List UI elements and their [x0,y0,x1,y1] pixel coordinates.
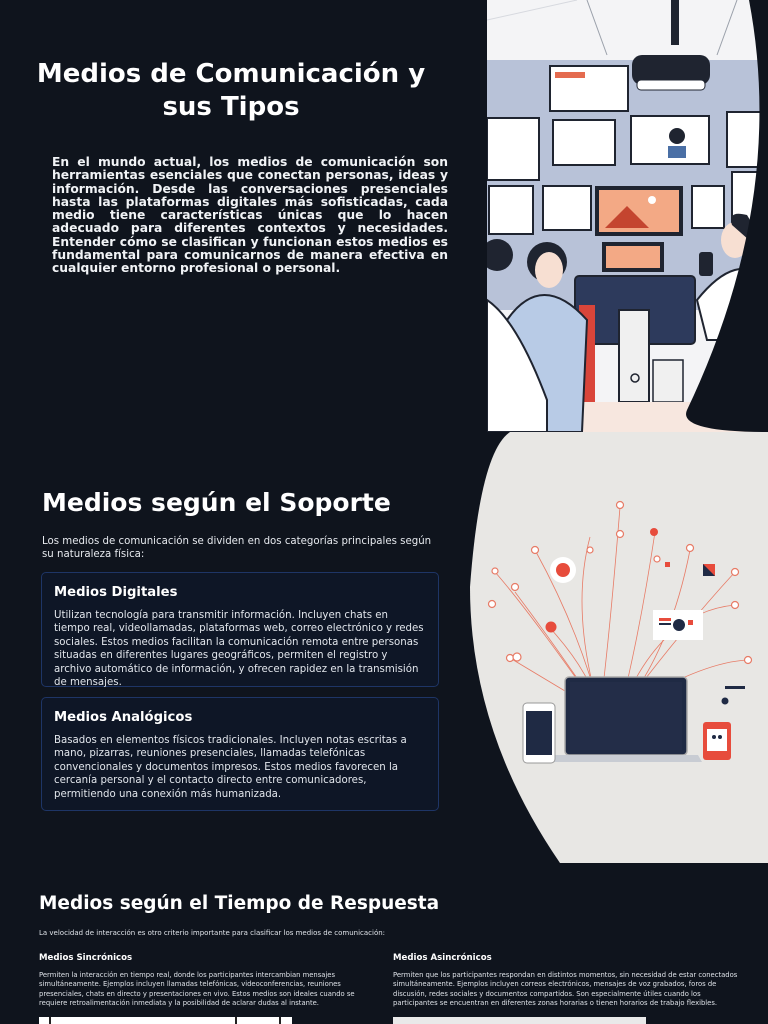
column-medios-sincronicos: Medios Sincrónicos Permiten la interacci… [39,953,379,1009]
card-title: Medios Analógicos [54,710,193,725]
card-title: Medios Digitales [54,585,178,600]
office-illustration [487,0,768,432]
page-title: Medios de Comunicación y sus Tipos [36,59,426,122]
section-intro: Los medios de comunicación se dividen en… [42,536,432,561]
column-title: Medios Asincrónicos [393,953,492,963]
sincronicos-image [39,1017,292,1024]
column-title: Medios Sincrónicos [39,953,133,963]
card-text: Basados en elementos físicos tradicional… [54,735,407,800]
asincronicos-image [393,1017,646,1024]
intro-paragraph: En el mundo actual, los medios de comuni… [52,155,448,276]
network-illustration [470,432,768,863]
column-medios-asincronicos: Medios Asincrónicos Permiten que los par… [393,953,738,1009]
soporte-section: Medios según el Soporte Los medios de co… [0,432,768,863]
section-title: Medios según el Tiempo de Respuesta [39,893,440,914]
hero-section: Medios de Comunicación y sus Tipos En el… [0,0,768,432]
card-text: Utilizan tecnología para transmitir info… [54,610,424,689]
section-title: Medios según el Soporte [42,488,391,517]
column-text: Permiten la interacción en tiempo real, … [39,971,355,1008]
tiempo-section: Medios según el Tiempo de Respuesta La v… [0,863,768,1024]
section-intro: La velocidad de interacción es otro crit… [39,929,386,937]
column-text: Permiten que los participantes respondan… [393,971,738,1008]
card-medios-digitales: Medios Digitales Utilizan tecnología par… [41,572,439,689]
card-medios-analogicos: Medios Analógicos Basados en elementos f… [41,697,439,811]
